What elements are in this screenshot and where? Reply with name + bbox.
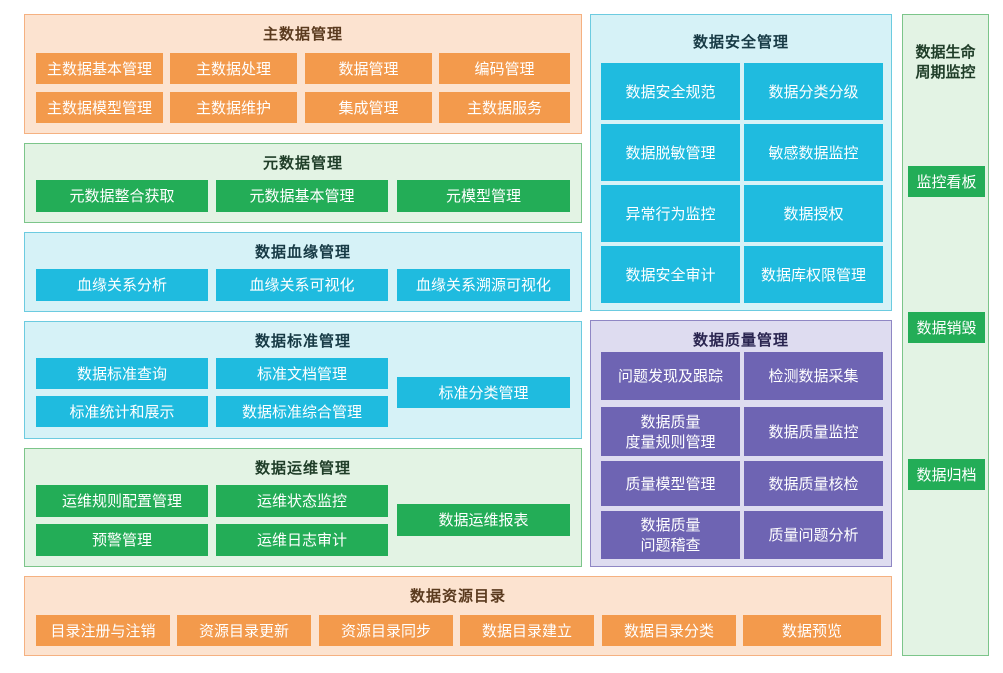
master-data-item[interactable]: 主数据服务 (439, 92, 570, 123)
quality-item[interactable]: 问题发现及跟踪 (601, 352, 740, 400)
security-panel: 数据安全管理 数据安全规范 数据分类分级 数据脱敏管理 敏感数据监控 异常行为监… (590, 14, 892, 311)
ops-item[interactable]: 运维状态监控 (216, 485, 388, 517)
security-item[interactable]: 敏感数据监控 (744, 124, 883, 181)
ops-item[interactable]: 运维日志审计 (216, 524, 388, 556)
lifecycle-item-archive[interactable]: 数据归档 (908, 459, 985, 490)
security-item[interactable]: 数据安全规范 (601, 63, 740, 120)
security-item[interactable]: 数据授权 (744, 185, 883, 242)
master-data-item[interactable]: 主数据处理 (170, 53, 297, 84)
master-data-item[interactable]: 主数据维护 (170, 92, 297, 123)
lifecycle-item-dashboard[interactable]: 监控看板 (908, 166, 985, 197)
ops-item[interactable]: 运维规则配置管理 (36, 485, 208, 517)
standards-item[interactable]: 标准分类管理 (397, 377, 570, 408)
lifecycle-item-destroy[interactable]: 数据销毁 (908, 312, 985, 343)
lineage-title: 数据血缘管理 (254, 243, 351, 261)
standards-item[interactable]: 标准统计和展示 (36, 396, 208, 427)
master-data-panel: 主数据管理 主数据基本管理 主数据处理 数据管理 编码管理 主数据模型管理 主数… (24, 14, 582, 134)
lineage-panel: 数据血缘管理 血缘关系分析 血缘关系可视化 血缘关系溯源可视化 (24, 232, 582, 312)
quality-item[interactable]: 数据质量 问题稽查 (601, 511, 740, 559)
quality-item[interactable]: 数据质量监控 (744, 407, 883, 456)
quality-item[interactable]: 检测数据采集 (744, 352, 883, 400)
catalog-item[interactable]: 数据目录建立 (460, 615, 594, 646)
standards-item[interactable]: 数据标准查询 (36, 358, 208, 389)
security-item[interactable]: 数据安全审计 (601, 246, 740, 303)
security-title: 数据安全管理 (692, 33, 789, 51)
security-item[interactable]: 数据脱敏管理 (601, 124, 740, 181)
security-item[interactable]: 数据分类分级 (744, 63, 883, 120)
master-data-item[interactable]: 编码管理 (439, 53, 570, 84)
quality-item[interactable]: 质量问题分析 (744, 511, 883, 559)
catalog-item[interactable]: 目录注册与注销 (36, 615, 170, 646)
quality-item[interactable]: 数据质量 度量规则管理 (601, 407, 740, 456)
lineage-item[interactable]: 血缘关系可视化 (216, 269, 388, 301)
quality-title: 数据质量管理 (692, 331, 789, 349)
lifecycle-title: 数据生命 周期监控 (915, 43, 976, 81)
master-data-item[interactable]: 主数据模型管理 (36, 92, 163, 123)
security-item[interactable]: 数据库权限管理 (744, 246, 883, 303)
standards-item[interactable]: 标准文档管理 (216, 358, 388, 389)
quality-item[interactable]: 质量模型管理 (601, 461, 740, 506)
master-data-title: 主数据管理 (262, 25, 343, 43)
quality-panel: 数据质量管理 问题发现及跟踪 检测数据采集 数据质量 度量规则管理 数据质量监控… (590, 320, 892, 567)
metadata-item[interactable]: 元数据整合获取 (36, 180, 208, 212)
metadata-panel: 元数据管理 元数据整合获取 元数据基本管理 元模型管理 (24, 143, 582, 223)
catalog-item[interactable]: 资源目录同步 (319, 615, 453, 646)
standards-title: 数据标准管理 (254, 332, 351, 350)
standards-item[interactable]: 数据标准综合管理 (216, 396, 388, 427)
standards-panel: 数据标准管理 数据标准查询 标准文档管理 标准统计和展示 数据标准综合管理 标准… (24, 321, 582, 439)
lineage-item[interactable]: 血缘关系分析 (36, 269, 208, 301)
metadata-item[interactable]: 元模型管理 (397, 180, 570, 212)
quality-item[interactable]: 数据质量核检 (744, 461, 883, 506)
ops-item[interactable]: 数据运维报表 (397, 504, 570, 536)
master-data-item[interactable]: 主数据基本管理 (36, 53, 163, 84)
metadata-title: 元数据管理 (262, 154, 343, 172)
security-item[interactable]: 异常行为监控 (601, 185, 740, 242)
ops-panel: 数据运维管理 运维规则配置管理 运维状态监控 预警管理 运维日志审计 数据运维报… (24, 448, 582, 567)
lineage-item[interactable]: 血缘关系溯源可视化 (397, 269, 570, 301)
ops-item[interactable]: 预警管理 (36, 524, 208, 556)
lifecycle-panel: 数据生命 周期监控 监控看板 数据销毁 数据归档 (902, 14, 989, 656)
catalog-item[interactable]: 数据预览 (743, 615, 881, 646)
master-data-item[interactable]: 数据管理 (305, 53, 432, 84)
catalog-title: 数据资源目录 (409, 587, 506, 605)
master-data-item[interactable]: 集成管理 (305, 92, 432, 123)
metadata-item[interactable]: 元数据基本管理 (216, 180, 388, 212)
ops-title: 数据运维管理 (254, 459, 351, 477)
catalog-item[interactable]: 资源目录更新 (177, 615, 311, 646)
catalog-panel: 数据资源目录 目录注册与注销 资源目录更新 资源目录同步 数据目录建立 数据目录… (24, 576, 892, 656)
catalog-item[interactable]: 数据目录分类 (602, 615, 736, 646)
